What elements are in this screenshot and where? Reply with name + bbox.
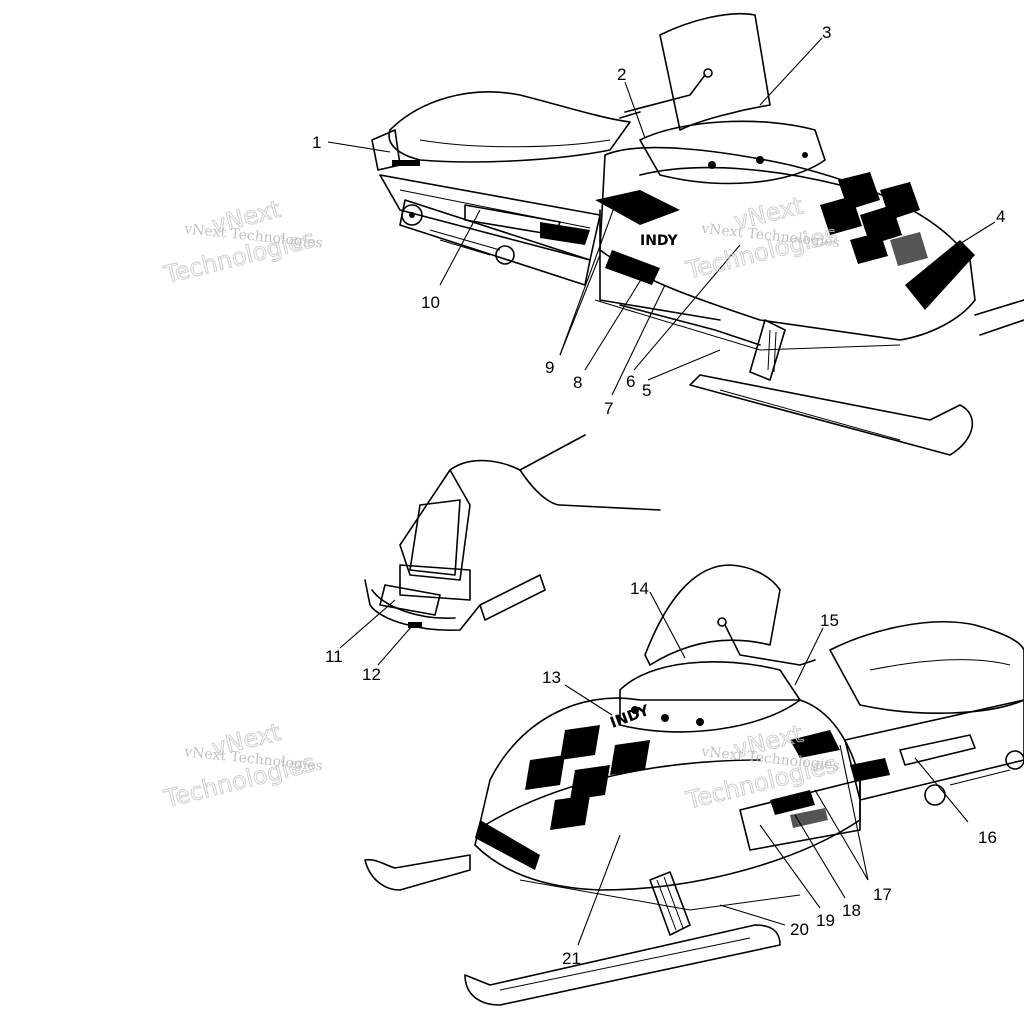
- callout-11: 11: [325, 647, 343, 666]
- callout-12: 12: [362, 665, 381, 684]
- callout-18: 18: [842, 901, 861, 920]
- side-decal-9a: [595, 190, 680, 225]
- callout-17: 17: [873, 885, 892, 904]
- callout-4: 4: [996, 207, 1005, 226]
- tail-decal-11: [379, 584, 441, 616]
- watermarks: vNext Technologies vNext Technologies vN…: [160, 191, 841, 815]
- callout-13: 13: [542, 668, 561, 687]
- side-decal-17: [770, 790, 815, 815]
- callout-numbers: 1 2 3 4 5 6 7 8 9 10 11 12 13 14 15 16 1…: [312, 23, 1005, 968]
- callout-3: 3: [822, 23, 831, 42]
- snowmobile-bottom: INDY: [364, 564, 1024, 1006]
- ski-top-left: [689, 374, 974, 456]
- callout-16: 16: [978, 828, 997, 847]
- callout-10: 10: [421, 293, 440, 312]
- callout-8: 8: [573, 373, 582, 392]
- windshield-top: [659, 12, 771, 131]
- tunnel-decal-16: [899, 734, 976, 766]
- snowmobile-top: INDY: [371, 12, 1024, 456]
- rear-decal-1: [392, 160, 420, 166]
- side-decal-9b: [605, 250, 660, 285]
- ski-bottom-left: [364, 854, 471, 891]
- callout-6: 6: [626, 372, 635, 391]
- callout-9: 9: [545, 358, 554, 377]
- tail-decal-12: [408, 622, 422, 628]
- hood-vents-bottom: [525, 725, 650, 830]
- tail-detail: [364, 434, 661, 631]
- callout-19: 19: [816, 911, 835, 930]
- leader-lines: [327, 37, 996, 946]
- callout-15: 15: [820, 611, 839, 630]
- windshield-bottom: [644, 564, 781, 666]
- callout-21: 21: [562, 949, 581, 968]
- ski-bottom-right: [464, 924, 781, 1006]
- callout-20: 20: [790, 920, 809, 939]
- indy-label-top: INDY: [640, 233, 679, 249]
- callout-1: 1: [312, 133, 321, 152]
- nose-decal-bottom: [475, 820, 540, 870]
- hood-vents-top: [820, 172, 928, 266]
- nose-decal-4: [905, 240, 975, 310]
- callout-14: 14: [630, 579, 649, 598]
- callout-5: 5: [642, 381, 651, 400]
- callout-7: 7: [604, 399, 613, 418]
- callout-2: 2: [617, 65, 626, 84]
